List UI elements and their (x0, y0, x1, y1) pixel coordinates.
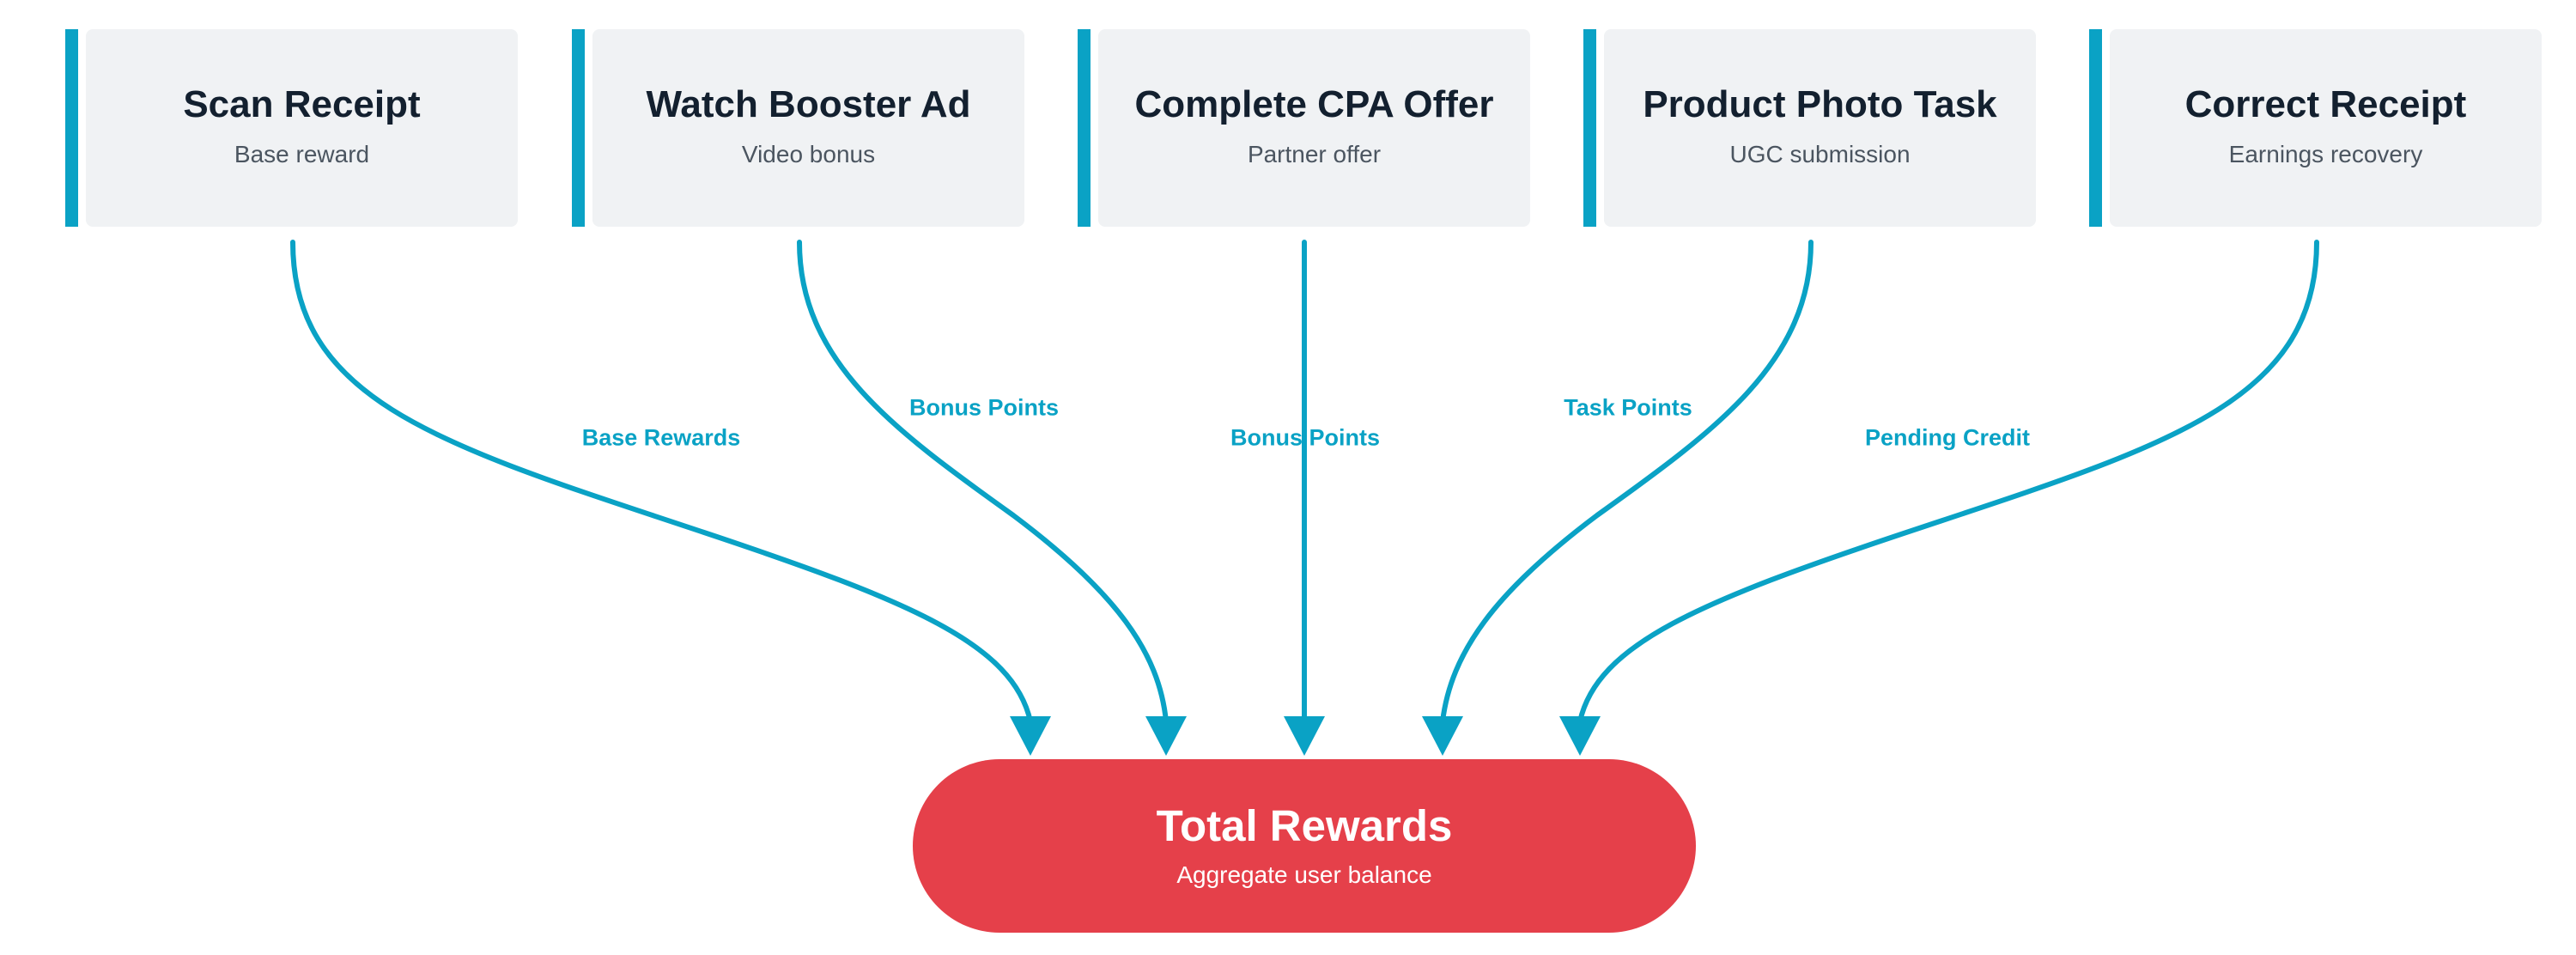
accent-bar (2089, 29, 2102, 227)
edge-correct-receipt (1577, 240, 2319, 724)
target-title: Total Rewards (1156, 801, 1453, 850)
source-subtitle: Earnings recovery (2228, 141, 2423, 167)
source-title: Correct Receipt (2184, 83, 2467, 125)
arrowhead-correct-receipt (1559, 716, 1601, 756)
source-subtitle: UGC submission (1729, 141, 1911, 167)
source-title: Scan Receipt (183, 83, 421, 125)
edge-watch-booster-ad (797, 240, 1169, 724)
accent-bar (65, 29, 78, 227)
source-correct-receipt: Correct Receipt Earnings recovery (2089, 29, 2542, 227)
edge-label-task-points: Task Points (1564, 394, 1692, 421)
source-subtitle: Partner offer (1247, 141, 1382, 167)
source-product-photo-task: Product Photo Task UGC submission (1583, 29, 2036, 227)
accent-bar (1583, 29, 1596, 227)
arrowhead-product-photo-task (1422, 716, 1463, 756)
source-subtitle: Base reward (234, 141, 370, 167)
arrowhead-scan-receipt (1010, 716, 1051, 756)
edge-label-bonus-points: Bonus Points (1230, 424, 1380, 451)
source-title: Complete CPA Offer (1134, 83, 1494, 125)
edge-product-photo-task (1440, 240, 1814, 724)
source-title: Watch Booster Ad (646, 83, 971, 125)
arrowhead-watch-booster-ad (1145, 716, 1187, 756)
source-title: Product Photo Task (1643, 83, 1997, 125)
target-subtitle: Aggregate user balance (1176, 861, 1432, 888)
accent-bar (1078, 29, 1091, 227)
source-watch-booster-ad: Watch Booster Ad Video bonus (572, 29, 1024, 227)
edge-label-pending-credit: Pending Credit (1864, 424, 2031, 451)
source-subtitle: Video bonus (741, 141, 876, 167)
arrowhead-complete-cpa-offer (1284, 716, 1325, 756)
source-scan-receipt: Scan Receipt Base reward (65, 29, 518, 227)
target-total-rewards: Total Rewards Aggregate user balance (913, 759, 1696, 933)
edge-label-base-rewards: Base Rewards (581, 424, 741, 451)
edge-scan-receipt (290, 240, 1033, 724)
accent-bar (572, 29, 585, 227)
source-complete-cpa-offer: Complete CPA Offer Partner offer (1078, 29, 1530, 227)
edge-label-bonus-points: Bonus Points (909, 394, 1059, 421)
